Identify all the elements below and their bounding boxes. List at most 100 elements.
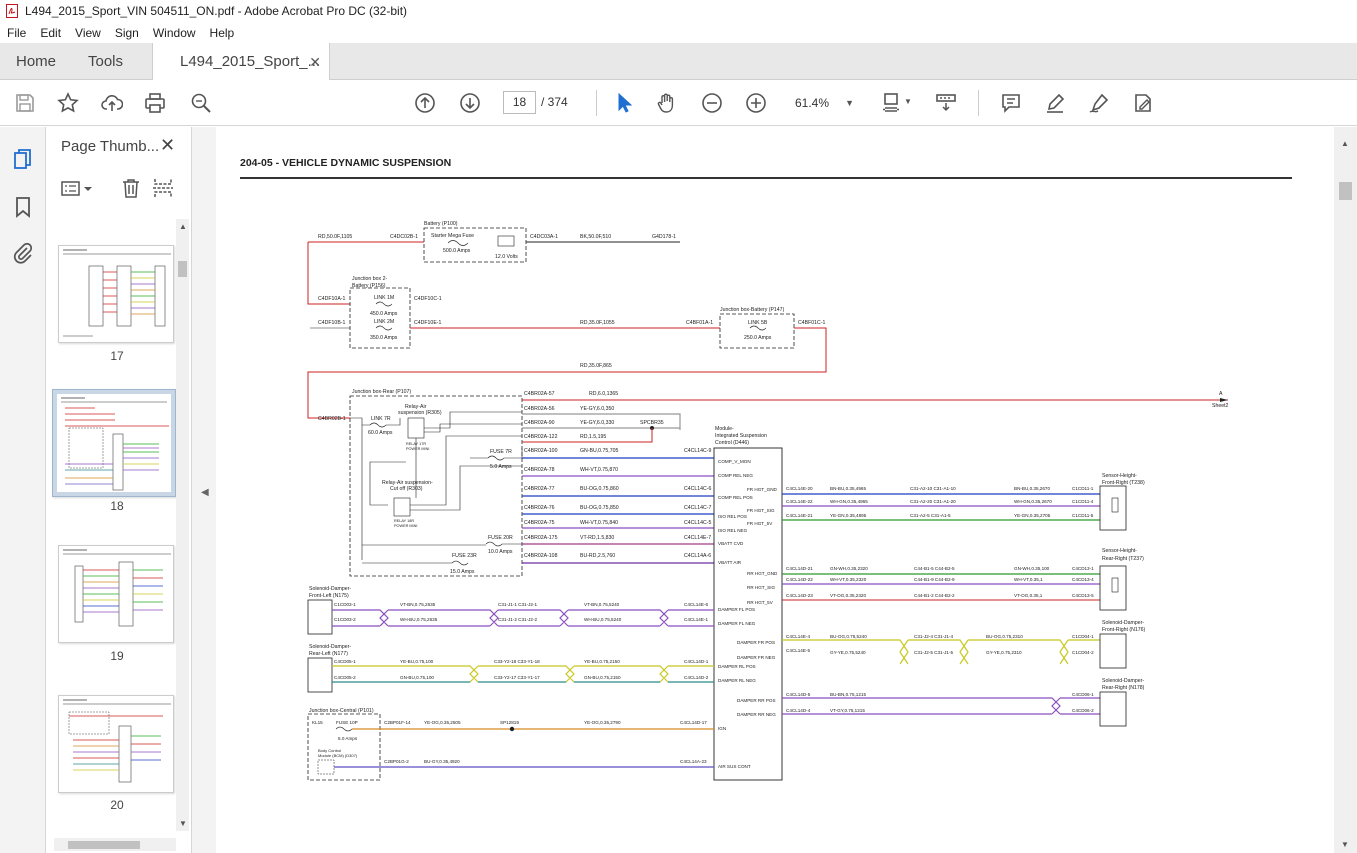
jb2-label: Junction box 2- [352,276,387,282]
menu-sign[interactable]: Sign [114,25,139,40]
sensor-height-front-right [1099,485,1127,531]
amps-label: 10.0 Amps [488,549,513,555]
sol-rl-label: Solenoid-Damper- [309,644,351,650]
scrollbar-thumb[interactable] [1339,182,1352,200]
sign-pen-icon[interactable] [1087,91,1111,115]
thumbnail-page-17[interactable] [58,245,174,343]
pin-label: DAMPER FL POS [718,607,755,612]
pin-label: ISO REL POS [718,514,747,519]
connector-label: C4DC02B-1 [390,234,418,240]
connector-label: C31-J1-2 C31-J2-2 [498,617,538,622]
thumbnail-page-number: 17 [110,349,124,363]
wire-label: VT-OG,0.35,2320 [830,593,866,598]
scrollbar-thumb[interactable] [178,261,187,277]
page-thumbnails-icon[interactable] [11,147,35,171]
scroll-up-icon[interactable]: ▲ [1341,139,1349,148]
fuse-symbol [369,422,387,428]
thumbnail-horizontal-scrollbar[interactable] [54,838,176,851]
connector-label: C4CL14D-4 [786,708,811,713]
close-icon[interactable]: ✕ [309,54,321,70]
tab-tools[interactable]: Tools [88,53,124,70]
thumbnail-preview-frame [57,394,171,492]
comment-icon[interactable] [999,91,1023,115]
sol-fl-label: Solenoid-Damper- [309,586,351,592]
close-panel-icon[interactable]: ✕ [160,135,176,155]
wire-label: BU-OG,0.75,850 [580,505,619,511]
scroll-down-icon[interactable]: ▼ [1341,840,1349,849]
hand-tool-icon[interactable] [655,91,679,115]
edit-pdf-icon[interactable] [1131,91,1155,115]
thumbnail-scrollbar[interactable]: ▲ ▼ [176,219,189,831]
wire-label: WH-VT,0.75,870 [580,467,618,473]
tab-home[interactable]: Home [16,53,57,70]
menu-view[interactable]: View [75,25,101,40]
page-number-input[interactable]: 18 [503,91,536,114]
print-icon[interactable] [143,91,167,115]
battery-box [423,227,527,263]
save-icon[interactable] [13,91,37,115]
wire-label: YE-OG,0.35,2505 [424,720,461,725]
upload-cloud-icon[interactable] [100,91,124,115]
amps-label: 250.0 Amps [744,335,772,341]
wire-label: BU-BN,0.75,1215 [830,692,866,697]
connector-label: C4BR02A-100 [524,448,558,454]
bookmark-icon[interactable] [11,195,35,219]
link-label: LINK 5B [748,320,768,326]
connector-label: C33-Y2-18 C33-Y1-18 [494,659,540,664]
sol-fr-label: Solenoid-Damper- [1102,620,1144,626]
menu-window[interactable]: Window [152,25,196,40]
menu-file[interactable]: File [7,25,27,40]
link-label: LINK 2M [374,319,394,325]
find-zoom-icon[interactable] [189,91,213,115]
scroll-up-icon[interactable]: ▲ [179,222,187,231]
menu-help[interactable]: Help [209,25,235,40]
menu-bar: File Edit View Sign Window Help [0,22,1357,43]
chevron-down-icon[interactable]: ▼ [904,97,912,106]
star-icon[interactable] [56,91,80,115]
highlight-pen-icon[interactable] [1043,91,1067,115]
sol-rr-label: Solenoid-Damper- [1102,678,1144,684]
wire-label: GN-WH,0.35,100 [1014,566,1050,571]
pin-label: ISO REL NEG [718,528,748,533]
scroll-down-icon[interactable]: ▼ [179,819,187,828]
wire-label: VT-GY,0.75,1215 [830,708,865,713]
wire-label: BK,50.0F,510 [580,234,611,240]
connector-label: C4CD13-5 [1072,593,1094,598]
wire-label: BN-BU,0.35,2670 [1014,486,1050,491]
sensor-fr-label: Sensor-Height- [1102,473,1137,479]
zoom-select[interactable]: 61.4% ▼ [788,91,858,115]
connector-label: C4DC03A-1 [530,234,558,240]
thumbnail-page-20[interactable] [58,695,174,793]
pin-label: DAMPER FL NEG [718,621,756,626]
wire-label: BU-OG,0.75,2310 [986,634,1023,639]
previous-page-icon[interactable] [413,91,437,115]
toolbar: 18 / 374 61.4% ▼ ▼ [0,80,1357,126]
menu-edit[interactable]: Edit [40,25,62,40]
thumbnail-page-18-selected[interactable] [52,389,176,497]
connector-label: C4CL14D-5 [786,692,811,697]
document-scrollbar[interactable]: ▲ ▼ [1334,127,1357,853]
delete-icon[interactable] [120,177,142,199]
sheet-arrow-icon [1220,398,1228,402]
connector-label: C4BR02A-77 [524,486,555,492]
extract-pages-icon[interactable] [152,177,174,199]
attachment-icon[interactable] [11,241,35,265]
document-view[interactable]: 204-05 - VEHICLE DYNAMIC SUSPENSION Batt… [216,127,1334,853]
panel-collapse-handle[interactable]: ◀ [192,127,216,853]
select-cursor-icon[interactable] [612,91,636,115]
fit-page-icon[interactable] [880,91,904,115]
wire-label: YE-GY,6.0,330 [580,420,614,426]
thumbnail-page-19[interactable] [58,545,174,643]
wire-label: WH-VT,0.75,840 [580,520,618,526]
title-bar: L494_2015_Sport_VIN 504511_ON.pdf - Adob… [0,0,1357,22]
zoom-out-icon[interactable] [700,91,724,115]
connector-label: C4CL14E-4 [786,634,810,639]
solenoid-damper-front-left [307,599,333,635]
scrolling-mode-icon[interactable] [934,91,958,115]
scrollbar-thumb[interactable] [68,841,140,849]
tab-document[interactable]: L494_2015_Sport_... ✕ [152,43,330,80]
thumbnail-options-icon[interactable] [60,179,94,199]
wire-label: BU-RD,2.5,760 [580,553,615,559]
next-page-icon[interactable] [458,91,482,115]
zoom-in-icon[interactable] [744,91,768,115]
